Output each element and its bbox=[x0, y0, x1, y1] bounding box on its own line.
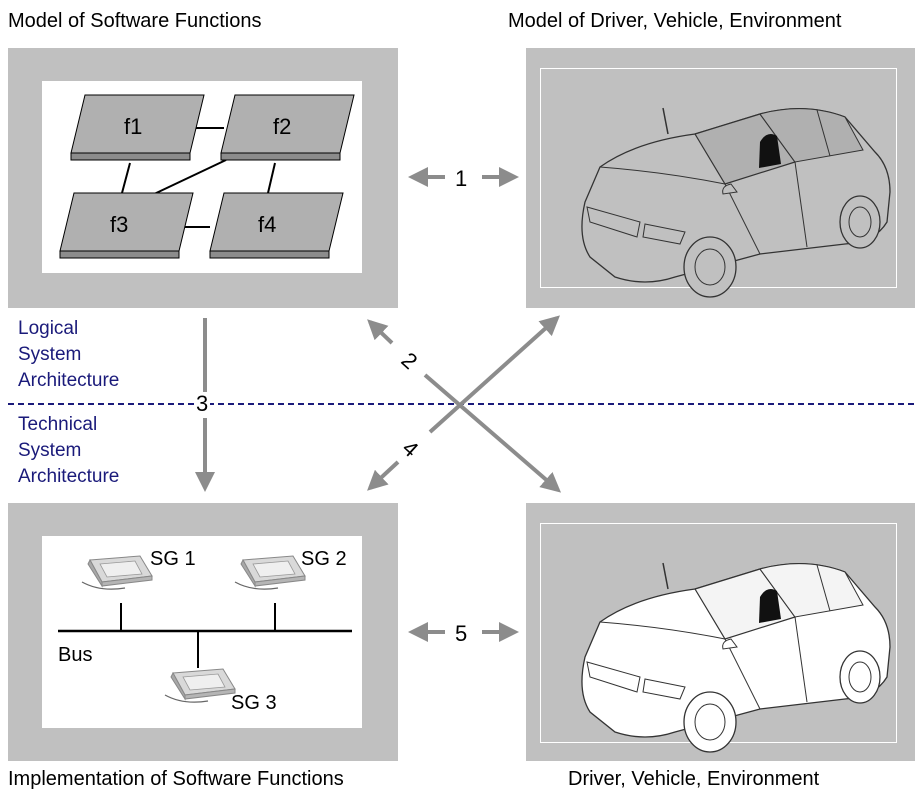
arrow-label-3: 3 bbox=[194, 391, 211, 416]
title-model-driver-vehicle-environment: Model of Driver, Vehicle, Environment bbox=[508, 10, 842, 32]
ecu-label-sg1: SG 1 bbox=[150, 548, 196, 570]
function-block-f2 bbox=[220, 94, 355, 161]
ecu-label-sg3: SG 3 bbox=[231, 692, 277, 714]
function-label-f3: f3 bbox=[110, 212, 129, 237]
arrow-2 bbox=[367, 319, 562, 493]
title-driver-vehicle-environment: Driver, Vehicle, Environment bbox=[568, 768, 820, 790]
technical-architecture-label: Technical System Architecture bbox=[18, 414, 120, 487]
arrow-label-5: 5 bbox=[455, 621, 468, 646]
bus-label: Bus bbox=[58, 644, 93, 666]
title-model-software-functions: Model of Software Functions bbox=[8, 10, 262, 32]
function-label-f4: f4 bbox=[258, 212, 277, 237]
car-model-drawing bbox=[581, 107, 891, 298]
ecu-icon-sg3 bbox=[164, 668, 236, 703]
arrow-4 bbox=[367, 315, 560, 491]
ecu-icon-sg1 bbox=[81, 555, 153, 590]
logical-architecture-label: Logical System Architecture bbox=[18, 318, 120, 391]
function-network bbox=[59, 94, 355, 259]
function-label-f2: f2 bbox=[273, 114, 292, 139]
ecu-icon-sg2 bbox=[234, 555, 306, 590]
function-block-f1 bbox=[70, 94, 205, 161]
car-real-drawing bbox=[581, 562, 891, 753]
ecu-network bbox=[58, 555, 352, 703]
function-block-f4 bbox=[209, 192, 344, 259]
function-block-f3 bbox=[59, 192, 194, 259]
arrow-label-1: 1 bbox=[455, 166, 468, 191]
function-label-f1: f1 bbox=[124, 114, 143, 139]
ecu-label-sg2: SG 2 bbox=[301, 548, 347, 570]
title-implementation-software-functions: Implementation of Software Functions bbox=[8, 768, 344, 790]
